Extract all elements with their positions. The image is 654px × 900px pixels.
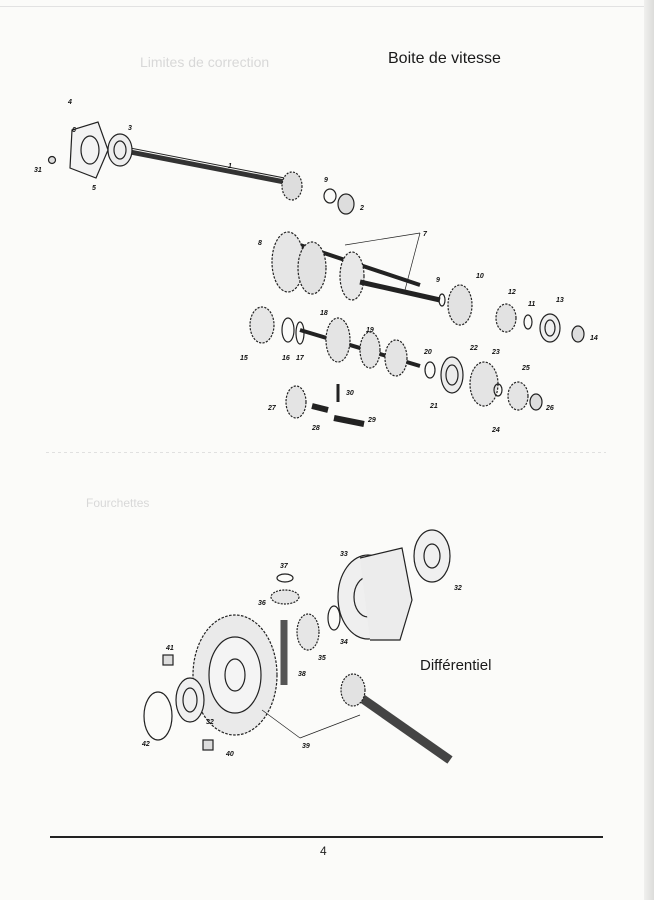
callout-32a: 32	[454, 585, 462, 592]
gearbox-callout-numbers: 1 2 3 4 5 6 7 8 9 9 10 11 12 13 14 15 16…	[34, 99, 598, 434]
callout-3: 3	[128, 125, 132, 132]
callout-24: 24	[491, 427, 500, 434]
callout-15: 15	[240, 355, 248, 362]
callout-21: 21	[429, 403, 438, 410]
callout-38: 38	[298, 671, 306, 678]
section-divider	[46, 452, 606, 453]
callout-37: 37	[280, 563, 289, 570]
gearbox-title: Boite de vitesse	[388, 50, 501, 67]
callout-16: 16	[282, 355, 290, 362]
callout-7: 7	[423, 231, 428, 238]
callout-40: 40	[225, 751, 234, 758]
callout-5: 5	[92, 185, 96, 192]
callout-41: 41	[165, 645, 174, 652]
callout-30: 30	[346, 390, 354, 397]
callout-26: 26	[545, 405, 554, 412]
callout-13: 13	[556, 297, 564, 304]
callout-32b: 32	[206, 719, 214, 726]
callout-34: 34	[340, 639, 348, 646]
callout-22: 22	[469, 345, 478, 352]
callout-8: 8	[258, 240, 262, 247]
footer-rule	[50, 836, 603, 838]
callout-12: 12	[508, 289, 516, 296]
callout-42: 42	[141, 741, 150, 748]
callout-31: 31	[34, 167, 42, 174]
callout-29: 29	[367, 417, 376, 424]
callout-4: 4	[67, 99, 72, 106]
callout-1: 1	[228, 163, 232, 170]
callout-35: 35	[318, 655, 326, 662]
bleed-through-text-middle: Fourchettes	[86, 496, 150, 510]
callout-39: 39	[302, 743, 310, 750]
callout-18: 18	[320, 310, 328, 317]
differential-callout-numbers: 32 32 33 34 35 36 37 38 39 40 41 42	[141, 551, 462, 758]
callout-23: 23	[491, 349, 500, 356]
callout-6: 6	[72, 127, 76, 134]
callout-17: 17	[296, 355, 305, 362]
differential-title: Différentiel	[420, 657, 492, 674]
callout-10: 10	[476, 273, 484, 280]
callout-9b: 9	[436, 277, 440, 284]
callout-9a: 9	[324, 177, 328, 184]
bleed-through-text-top: Limites de correction	[140, 54, 270, 70]
callout-14: 14	[590, 335, 598, 342]
callout-27: 27	[267, 405, 277, 412]
callout-25: 25	[521, 365, 530, 372]
page-number: 4	[320, 844, 327, 858]
differential-exploded-view	[143, 529, 453, 764]
callout-33: 33	[340, 551, 348, 558]
callout-28: 28	[311, 425, 320, 432]
callout-19: 19	[366, 327, 374, 334]
top-edge-line	[0, 6, 654, 7]
callout-11: 11	[528, 301, 535, 308]
callout-36: 36	[258, 600, 266, 607]
gearbox-exploded-view	[47, 121, 585, 427]
callout-20: 20	[423, 349, 432, 356]
page-edge-shadow	[644, 0, 654, 900]
callout-2: 2	[359, 205, 364, 212]
